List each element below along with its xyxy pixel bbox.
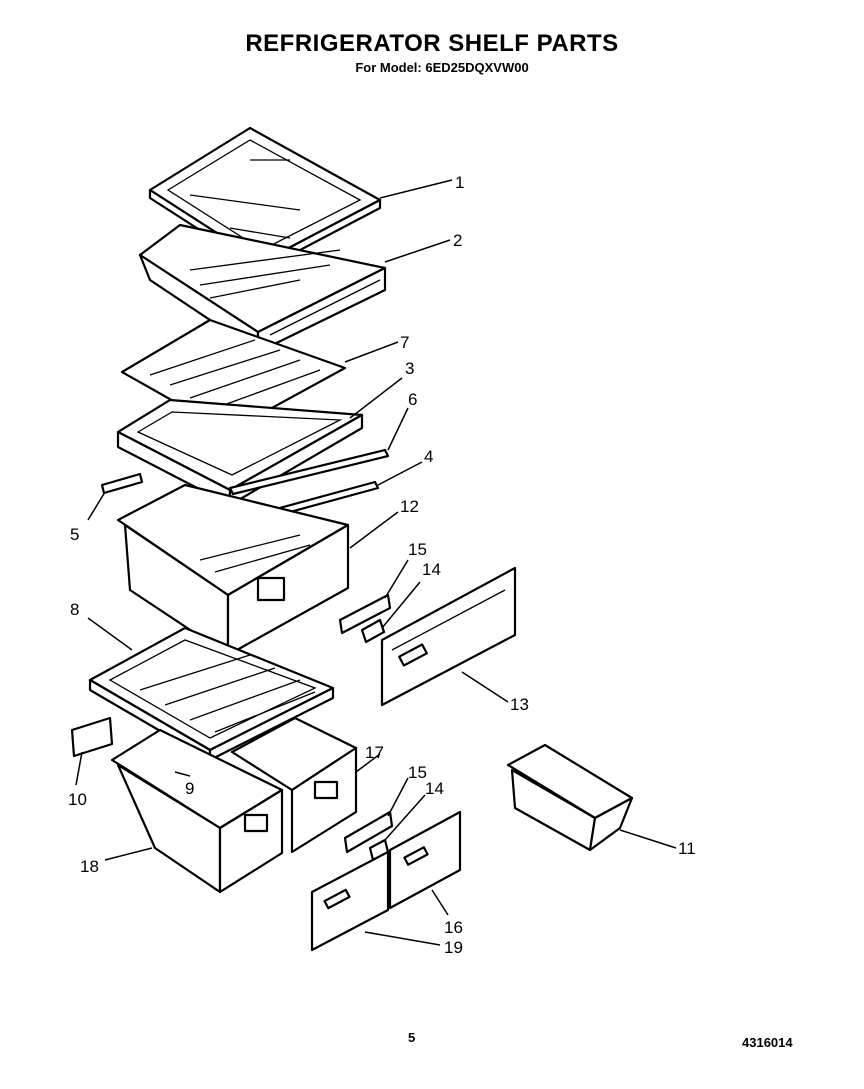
label-12: 12 [400, 497, 419, 516]
part-left-drawer-front[interactable] [310, 850, 390, 952]
part-control-upper[interactable] [338, 593, 392, 644]
label-16: 16 [444, 918, 463, 937]
page-number: 5 [408, 1030, 416, 1045]
part-number-labels: 1 2 7 3 6 4 5 12 15 14 8 13 17 15 14 10 … [68, 173, 696, 957]
part-cover-panel[interactable] [120, 318, 347, 434]
label-14-lower: 14 [425, 779, 444, 798]
label-2: 2 [453, 231, 462, 250]
label-14-upper: 14 [422, 560, 441, 579]
label-9: 9 [185, 779, 194, 798]
label-8: 8 [70, 600, 79, 619]
label-1: 1 [455, 173, 464, 192]
label-13: 13 [510, 695, 529, 714]
label-10: 10 [68, 790, 87, 809]
page-title: REFRIGERATOR SHELF PARTS [245, 30, 619, 57]
part-door-bin[interactable] [506, 743, 634, 852]
document-number: 4316014 [742, 1035, 793, 1050]
label-7: 7 [400, 333, 409, 352]
label-4: 4 [424, 447, 433, 466]
part-right-drawer-front[interactable] [388, 810, 462, 910]
label-19: 19 [444, 938, 463, 957]
label-11: 11 [678, 839, 696, 858]
label-15-upper: 15 [408, 540, 427, 559]
model-subtitle: For Model: 6ED25DQXVW00 [355, 60, 529, 75]
part-crisper-front[interactable] [380, 566, 517, 707]
label-17: 17 [365, 743, 384, 762]
part-control-lower[interactable] [343, 810, 394, 862]
part-crisper-drawer[interactable] [116, 483, 350, 657]
label-18: 18 [80, 857, 99, 876]
part-meat-pan[interactable] [138, 223, 387, 354]
label-6: 6 [408, 390, 417, 409]
part-right-lower-drawer[interactable] [230, 716, 358, 854]
leader-lines [75, 179, 677, 946]
label-3: 3 [405, 359, 414, 378]
part-left-lower-drawer[interactable] [110, 728, 284, 894]
label-5: 5 [70, 525, 79, 544]
label-15-lower: 15 [408, 763, 427, 782]
